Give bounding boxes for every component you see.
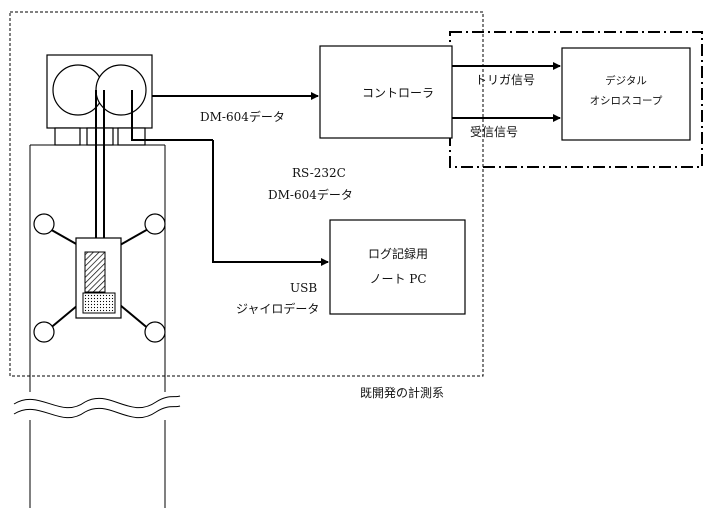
rs232c-label: RS-232C [292,166,346,180]
trigger-signal-label: トリガ信号 [475,73,535,87]
oscilloscope-label-line2: オシロスコープ [590,95,663,107]
controller-block: コントローラ [319,45,453,139]
usb-gyro-arrow [212,140,329,266]
oscilloscope-block: デジタル オシロスコープ [561,47,691,141]
oscilloscope-label-line1: デジタル [605,74,647,87]
usb-label: USB [290,281,317,295]
gyro-module [33,213,166,343]
break-line-upper [13,395,181,409]
mount-pad-top-left [33,213,55,235]
gyro-data-label: ジャイロデータ [236,301,319,316]
existing-system-boundary [9,11,484,377]
mount-pad-bottom-left [33,321,55,343]
logger-label-line2: ノート PC [369,272,426,286]
existing-system-label: 既開発の計測系 [360,385,444,400]
logger-pc-block: ログ記録用 ノート PC [329,219,466,315]
gyro-sensor-dotted [82,292,116,314]
internal-cables [95,90,213,262]
logger-label-line1: ログ記録用 [368,246,428,261]
sensor-head [46,54,153,146]
dm604-data-label-2: DM-604データ [268,187,353,202]
dm604-data-label: DM-604データ [200,109,285,124]
mount-pad-top-right [144,213,166,235]
controller-label: コントローラ [362,86,434,100]
break-line-lower [13,405,181,419]
receive-signal-label: 受信信号 [470,125,518,139]
signal-lines [152,62,561,266]
gyro-sensor-hatched [84,251,106,293]
mount-pad-bottom-right [144,321,166,343]
